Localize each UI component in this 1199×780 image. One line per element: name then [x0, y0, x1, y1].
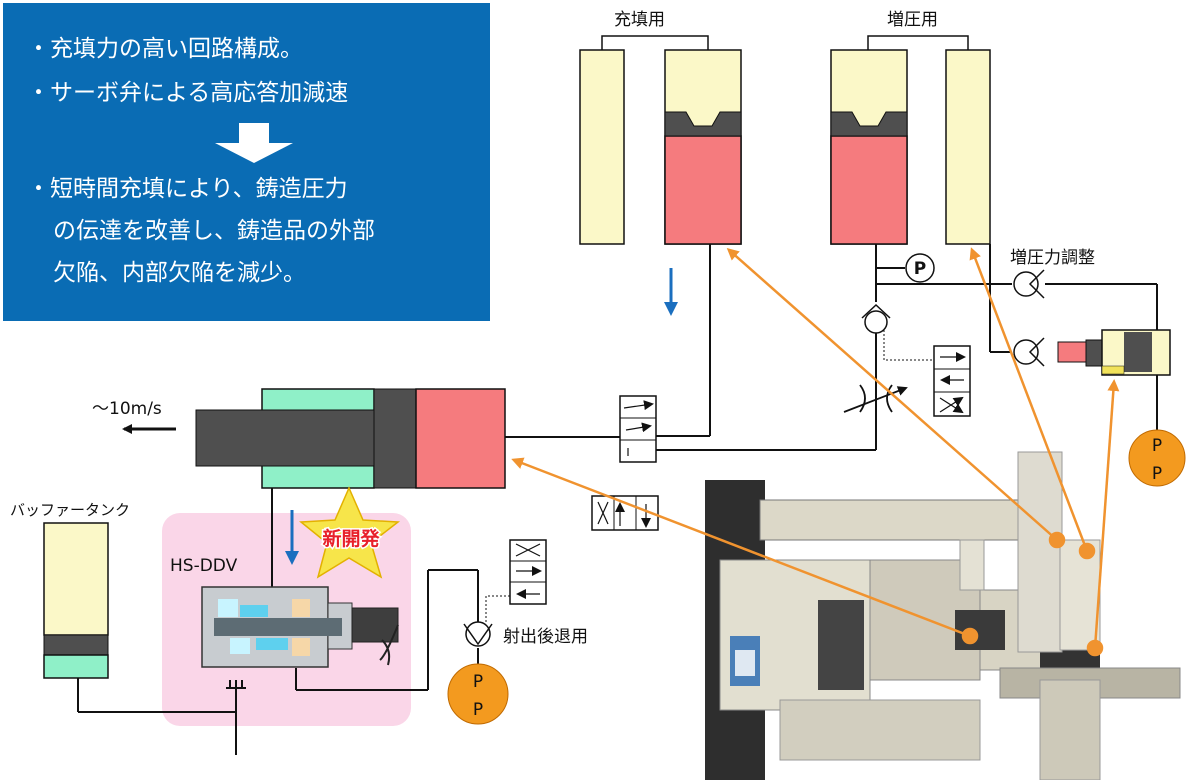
callout-lines — [511, 247, 1120, 657]
directional-valve-icon — [933, 345, 971, 417]
boost-adjust-cylinder — [1057, 329, 1171, 376]
fill-accumulator-label: 充填用 — [614, 10, 665, 30]
check-valve-icon — [463, 621, 493, 647]
directional-valve-icon — [619, 395, 657, 463]
directional-valve-icon — [509, 539, 547, 605]
down-arrow-icon — [215, 123, 293, 163]
pump-icon: P P — [447, 663, 509, 725]
check-valve-icon — [1013, 337, 1045, 367]
new-development-badge: 新開発 — [299, 486, 401, 579]
summary-bullet-3-line-1: ・短時間充填により、鋳造圧力 — [27, 176, 348, 202]
svg-text:P: P — [1152, 464, 1162, 484]
boost-adjust-label: 増圧力調整 — [1010, 248, 1095, 268]
hs-ddv-valve — [201, 586, 399, 668]
boost-accumulator — [830, 35, 991, 245]
summary-bullet-1: ・充填力の高い回路構成。 — [27, 36, 303, 62]
summary-bullet-3-line-2: の伝達を改善し、鋳造品の外部 — [53, 218, 375, 244]
pipe-lines — [77, 244, 1158, 755]
summary-bullet-2: ・サーボ弁による高応答加減速 — [27, 80, 349, 106]
svg-text:新開発: 新開発 — [322, 527, 380, 550]
svg-text:P: P — [473, 700, 483, 720]
boost-accumulator-label: 増圧用 — [887, 10, 938, 30]
hs-ddv-label: HS-DDV — [170, 556, 238, 576]
check-valve-icon — [861, 303, 891, 334]
svg-text:P: P — [914, 259, 926, 279]
summary-bullet-3-line-3: 欠陥、内部欠陥を減少。 — [53, 260, 306, 286]
summary-panel: ・充填力の高い回路構成。 ・サーボ弁による高応答加減速 ・短時間充填により、鋳造… — [3, 3, 490, 321]
pump-icon: P P — [1128, 429, 1186, 487]
svg-text:P: P — [1152, 436, 1162, 456]
buffer-tank — [43, 522, 109, 679]
die-casting-machine-image — [705, 451, 1181, 780]
throttle-valve-icon — [843, 384, 908, 413]
speed-label: ～10m/s — [92, 399, 162, 419]
fill-accumulator — [579, 35, 742, 245]
check-valve-icon — [1013, 269, 1045, 299]
pressure-gauge-icon: P — [905, 253, 935, 283]
retract-label: 射出後退用 — [503, 627, 588, 647]
injection-cylinder — [195, 388, 506, 489]
buffer-tank-label: バッファータンク — [10, 501, 131, 519]
svg-text:P: P — [473, 672, 483, 692]
